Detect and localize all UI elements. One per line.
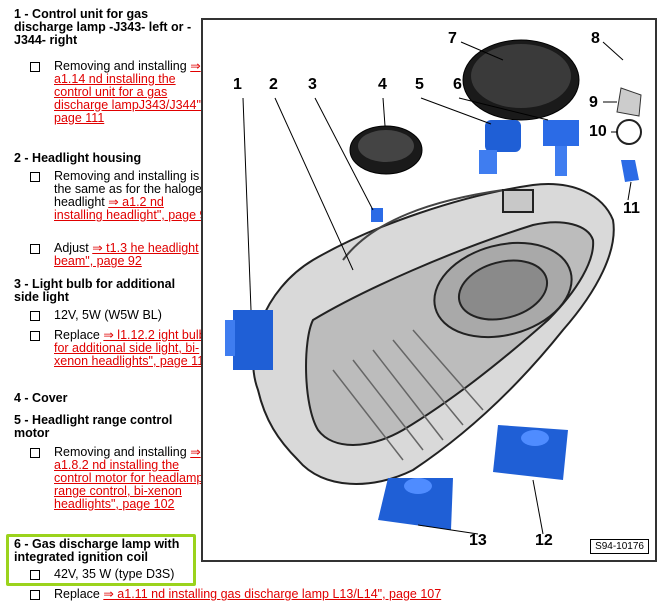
checkbox-icon xyxy=(30,244,40,254)
control-unit-left-icon xyxy=(225,310,273,370)
callout-2: 2 xyxy=(269,76,278,93)
checkbox-icon xyxy=(30,172,40,182)
checkbox-icon xyxy=(30,448,40,458)
headlight-housing-icon xyxy=(252,183,615,485)
callout-9: 9 xyxy=(589,94,598,111)
control-unit-13-icon xyxy=(378,478,453,530)
seal-ring-icon xyxy=(616,119,642,145)
section-4-title: 4 - Cover xyxy=(14,391,68,405)
checkbox-icon xyxy=(30,311,40,321)
callout-5: 5 xyxy=(415,76,424,93)
link-range-control-motor[interactable]: ⇒ a1.8.2 nd installing the control motor… xyxy=(54,445,204,511)
checkbox-icon xyxy=(30,570,40,580)
callout-1: 1 xyxy=(233,76,242,93)
section-1-title: 1 - Control unit for gas discharge lamp … xyxy=(14,7,192,47)
side-light-bulb-icon xyxy=(371,208,383,222)
checkbox-icon xyxy=(30,331,40,341)
callout-3: 3 xyxy=(308,76,317,93)
range-control-motor-icon xyxy=(479,120,521,174)
headlight-illustration xyxy=(225,39,642,535)
checkbox-icon xyxy=(30,590,40,600)
bracket-icon xyxy=(616,87,642,117)
callout-6: 6 xyxy=(453,76,462,93)
control-unit-12-icon xyxy=(493,425,568,480)
section-2-title: 2 - Headlight housing xyxy=(14,151,142,165)
bulb-socket-icon xyxy=(621,160,639,182)
link-side-light-bulb[interactable]: ⇒ l1.12.2 ight bulb for additional side … xyxy=(54,328,212,368)
callout-10: 10 xyxy=(589,123,607,140)
callout-7: 7 xyxy=(448,30,457,47)
callout-11: 11 xyxy=(623,200,640,217)
section-5-title: 5 - Headlight range control motor xyxy=(14,413,173,440)
link-control-unit[interactable]: ⇒ a1.14 nd installing the control unit f… xyxy=(54,59,205,125)
gas-discharge-lamp-icon xyxy=(543,120,579,176)
link-install-headlight[interactable]: ⇒ a1.2 nd installing headlight", page 90 xyxy=(54,195,214,222)
section-6-highlight xyxy=(6,534,196,586)
checkbox-icon xyxy=(30,62,40,72)
link-gas-discharge-lamp[interactable]: ⇒ a1.11 nd installing gas discharge lamp… xyxy=(103,587,442,601)
callout-13: 13 xyxy=(469,532,487,549)
link-adjust-beam[interactable]: ⇒ t1.3 he headlight beam", page 92 xyxy=(54,241,199,268)
figure-id: S94-10176 xyxy=(590,539,649,554)
callout-12: 12 xyxy=(535,532,553,549)
exploded-view-figure: 1 2 3 4 5 6 7 8 9 10 11 12 13 S94-10176 xyxy=(201,18,657,562)
section-6-title: 6 - Gas discharge lamp with integrated i… xyxy=(14,537,180,564)
callout-8: 8 xyxy=(591,30,600,47)
callout-4: 4 xyxy=(378,76,387,93)
section-3-title: 3 - Light bulb for additional side light xyxy=(14,277,176,304)
